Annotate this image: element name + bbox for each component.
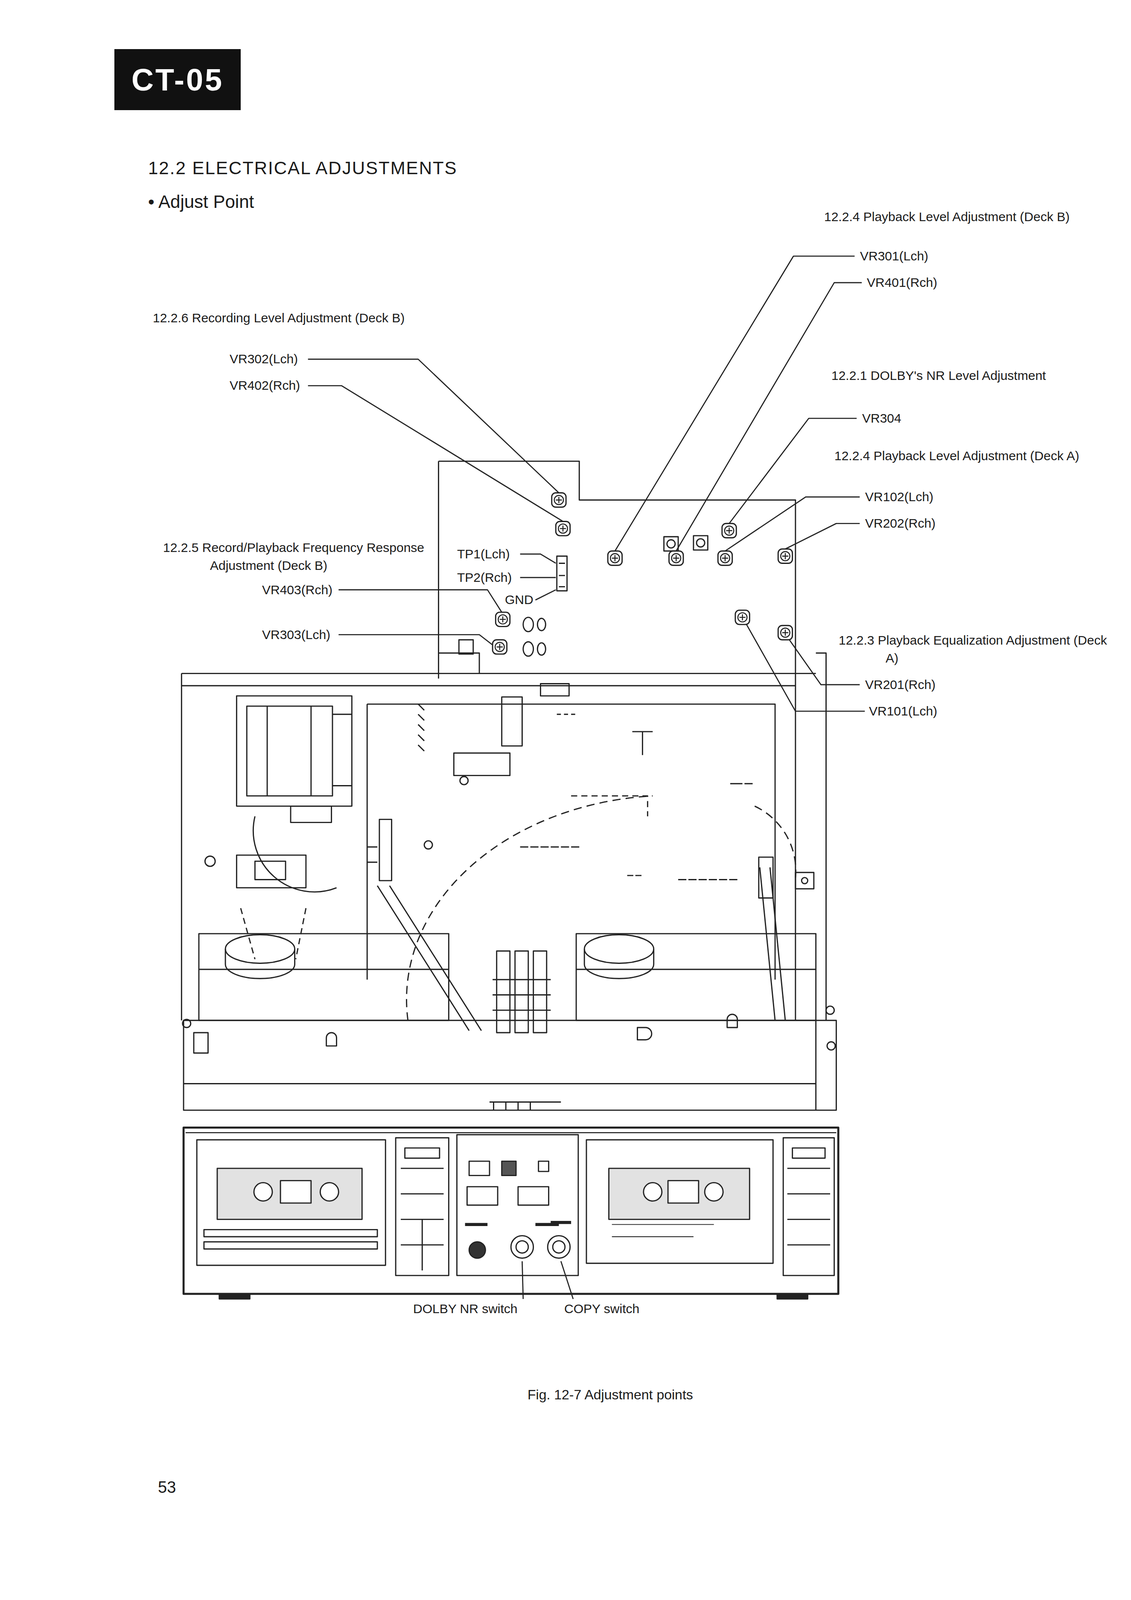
test-point-label: TP1(Lch) — [457, 545, 510, 563]
switch-label: DOLBY NR switch — [413, 1299, 518, 1318]
adjustment-note: 12.2.5 Record/Playback Frequency Respons… — [163, 538, 458, 575]
test-point-label: GND — [504, 590, 534, 609]
adjustment-note: 12.2.6 Recording Level Adjustment (Deck … — [152, 308, 456, 327]
adjustment-note: 12.2.1 DOLBY's NR Level Adjustment — [831, 366, 1079, 385]
part-label: VR301(Lch) — [859, 247, 929, 266]
part-label: VR304 — [862, 409, 902, 428]
part-label: VR302(Lch) — [229, 349, 298, 368]
part-label: VR102(Lch) — [865, 487, 934, 506]
model-name: CT-05 — [131, 62, 224, 98]
section-title: 12.2 ELECTRICAL ADJUSTMENTS — [148, 155, 458, 181]
part-label: VR101(Lch) — [868, 702, 938, 720]
switch-label: COPY switch — [564, 1299, 640, 1318]
part-label: VR401(Rch) — [866, 273, 938, 292]
adjustment-note: 12.2.4 Playback Level Adjustment (Deck B… — [824, 207, 1128, 226]
adjustment-note: 12.2.3 Playback Equalization Adjustment … — [838, 631, 1108, 668]
part-label: VR402(Rch) — [229, 376, 301, 395]
figure-caption: Fig. 12-7 Adjustment points — [527, 1384, 694, 1405]
part-label: VR201(Rch) — [865, 675, 936, 694]
part-label: VR403(Rch) — [262, 580, 333, 599]
part-label: VR202(Rch) — [865, 514, 936, 533]
page-number: 53 — [157, 1475, 176, 1499]
part-label: VR303(Lch) — [262, 625, 331, 644]
adjustment-note: 12.2.4 Playback Level Adjustment (Deck A… — [834, 446, 1131, 465]
model-badge: CT-05 — [114, 49, 241, 111]
test-point-label: TP2(Rch) — [457, 568, 512, 587]
subheading: • Adjust Point — [148, 189, 254, 215]
